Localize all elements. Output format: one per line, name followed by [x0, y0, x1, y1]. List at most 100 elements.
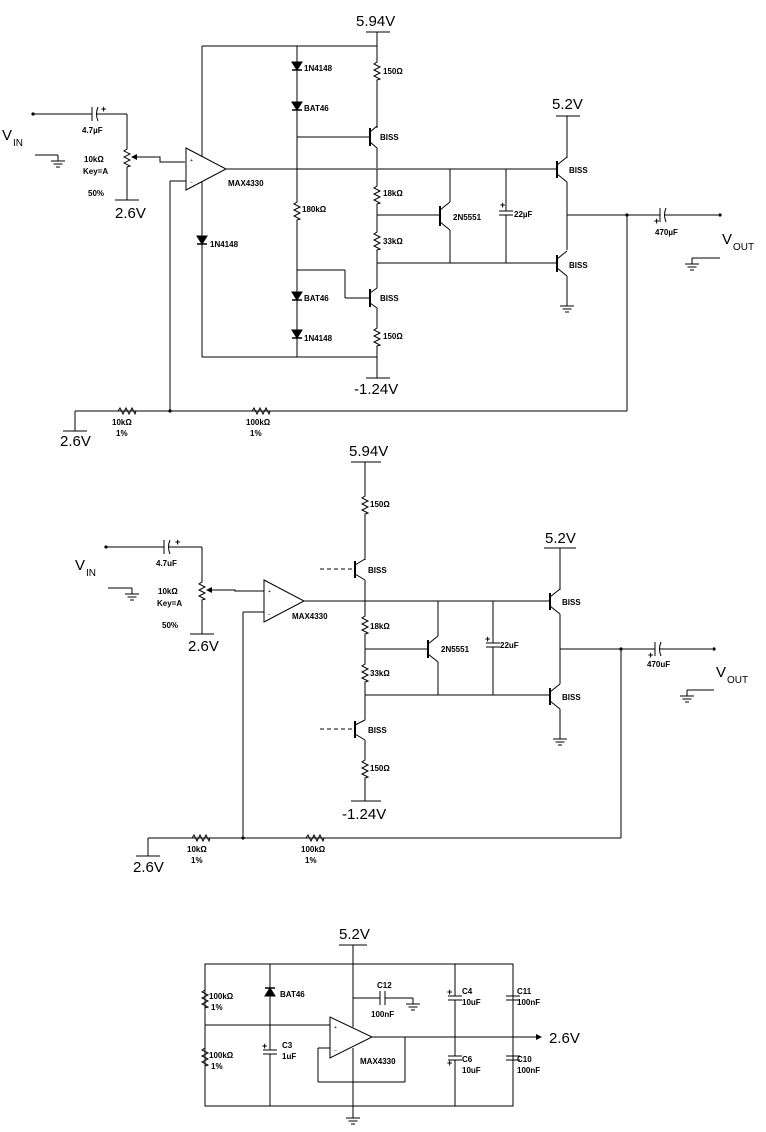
c1-pot-pct: 50% [88, 189, 104, 198]
c2-pot-pct: 50% [162, 621, 178, 630]
c1-fb-bias-label: 2.6V [60, 433, 91, 450]
c1-d3-label: 1N4148 [210, 240, 239, 249]
c2-r-fb2-label: 100kΩ [301, 845, 326, 854]
c1-supply-top-label: 5.94V [356, 13, 395, 30]
c2-vin-label: V [75, 557, 85, 574]
c1-r-fb2-tol: 1% [250, 429, 262, 438]
c3-c11-name: C11 [517, 987, 532, 996]
c3-r2-tol: 1% [211, 1062, 223, 1071]
c1-r-top-label: 150Ω [383, 67, 403, 76]
c1-d1-diode-icon [291, 61, 303, 71]
c1-q1-label: BISS [380, 133, 399, 142]
c1-r-fb1-tol: 1% [116, 429, 128, 438]
c1-r-top-150 [373, 57, 381, 83]
c1-c-vbe-label: 22µF [514, 210, 533, 219]
c3-r1-tol: 1% [211, 1003, 223, 1012]
c2-supply-right-label: 5.2V [545, 530, 576, 547]
circuit-1: 5.94V 150Ω BISS 1N4148 BAT46 180kΩ BAT46… [2, 13, 754, 450]
c1-pot-value: 10kΩ [84, 155, 104, 164]
svg-text:−: − [190, 180, 193, 186]
c3-frame [204, 963, 514, 1107]
svg-text:+: + [648, 650, 653, 660]
c1-d5-label: 1N4148 [304, 334, 333, 343]
c1-vout-sub: OUT [733, 242, 754, 253]
c2-vout-sub: OUT [727, 675, 748, 686]
c2-bias-label: 2.6V [188, 638, 219, 655]
c1-r-bot-150 [373, 323, 381, 349]
c1-bias-label: 2.6V [115, 205, 146, 222]
svg-text:−: − [334, 1048, 337, 1054]
c1-supply-bottom-label: -1.24V [354, 381, 398, 398]
c3-c6-name: C6 [462, 1055, 473, 1064]
c3-c4-value: 10uF [462, 998, 481, 1007]
c1-d1-label: 1N4148 [304, 64, 333, 73]
c1-q-vbe-label: 2N5551 [453, 213, 482, 222]
c1-opamp-icon [185, 147, 228, 191]
c2-vout-label: V [716, 664, 726, 681]
c2-vout-ground-icon [679, 689, 695, 703]
c2-r-bot-150 [361, 755, 369, 781]
c2-c-out-label: 470uF [647, 660, 670, 669]
c1-q4-label: BISS [569, 261, 588, 270]
c3-c4-name: C4 [462, 987, 473, 996]
c2-q1-label: BISS [368, 566, 387, 575]
c1-vout-label: V [722, 231, 732, 248]
c1-r-18k [373, 181, 381, 207]
c3-c11-value: 100nF [517, 998, 540, 1007]
c3-d1-label: BAT46 [280, 990, 305, 999]
c1-supply-right-label: 5.2V [552, 96, 583, 113]
svg-text:+: + [447, 987, 452, 997]
svg-text:+: + [262, 1041, 267, 1051]
c2-c-vbe-label: 22uF [500, 641, 519, 650]
c2-q3-label: BISS [562, 598, 581, 607]
c2-supply-top-label: 5.94V [349, 443, 388, 460]
c2-c-in-label: 4.7uF [156, 559, 177, 568]
c1-d2-diode-icon [291, 101, 303, 111]
c1-c-in-label: 4.7µF [82, 126, 103, 135]
c1-vin-sub: IN [13, 138, 23, 149]
c1-r-mid-180k [293, 197, 301, 223]
c1-q2-label: BISS [380, 294, 399, 303]
c1-d4-diode-icon [291, 291, 303, 301]
svg-text:+: + [334, 1025, 337, 1031]
svg-text:+: + [190, 158, 193, 164]
c2-ground-icon [552, 732, 568, 746]
c3-c10-name: C10 [517, 1055, 532, 1064]
c2-r-18k [361, 611, 369, 637]
svg-text:+: + [101, 104, 106, 114]
c2-pot-value: 10kΩ [158, 587, 178, 596]
c1-pot [123, 144, 131, 170]
c1-r-bot-label: 150Ω [383, 332, 403, 341]
c1-vout-ground-icon [684, 257, 700, 271]
c1-ground-icon [559, 299, 575, 313]
c3-r2-label: 100kΩ [209, 1051, 234, 1060]
c2-fb-bias-label: 2.6V [133, 859, 164, 876]
c2-r-top-label: 150Ω [370, 500, 390, 509]
c1-vin-label: V [2, 127, 12, 144]
c2-r-33k [361, 659, 369, 685]
svg-text:+: + [447, 1058, 452, 1068]
circuit-2: 5.94V 150Ω BISS 18kΩ 33kΩ 2N5551 + 22uF [75, 443, 748, 876]
svg-text:+: + [654, 216, 659, 226]
c1-c-out-label: 470µF [655, 228, 678, 237]
c1-d5-diode-icon [291, 329, 303, 339]
c3-r1-label: 100kΩ [209, 992, 234, 1001]
c2-opamp-icon [263, 579, 306, 623]
c2-pot-key: Key=A [157, 599, 182, 608]
c3-opamp-icon [329, 1016, 374, 1059]
c3-d1-diode-icon [264, 987, 276, 997]
c1-r-33k-label: 33kΩ [383, 237, 403, 246]
c3-opamp-label: MAX4330 [360, 1057, 396, 1066]
c2-pot [198, 577, 206, 603]
c1-d3-diode-icon [196, 235, 208, 245]
c2-opamp-label: MAX4330 [292, 612, 328, 621]
svg-text:+: + [500, 200, 505, 210]
c3-c12-ground-icon [405, 997, 421, 1011]
c3-c10-value: 100nF [517, 1066, 540, 1075]
c3-c6-value: 10uF [462, 1066, 481, 1075]
c3-c3-value: 1uF [282, 1052, 296, 1061]
c2-r-18k-label: 18kΩ [370, 622, 390, 631]
c2-r-bot-label: 150Ω [370, 764, 390, 773]
c3-c12-name: C12 [377, 981, 392, 990]
